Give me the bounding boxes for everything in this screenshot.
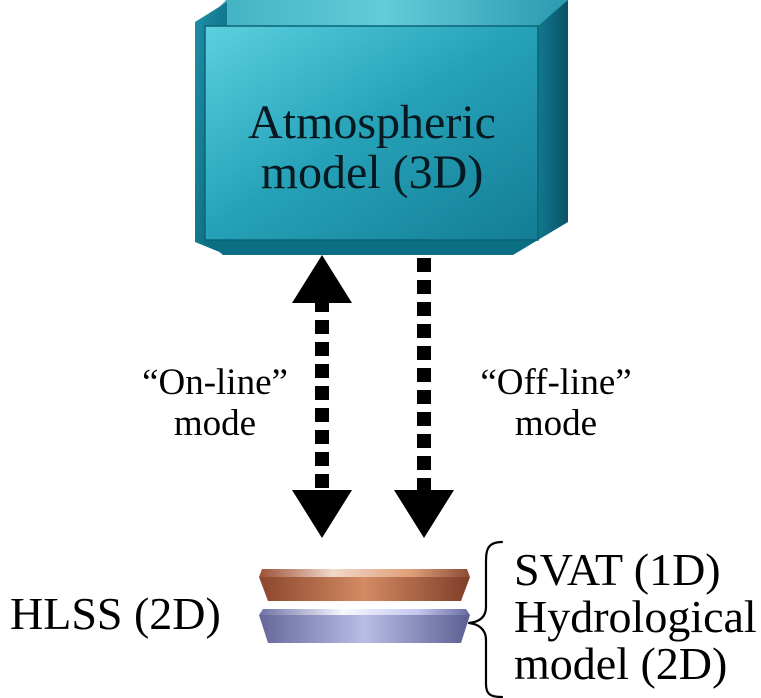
svat-label: SVAT (1D) — [514, 544, 721, 595]
hlss-label: HLSS (2D) — [10, 588, 221, 639]
svat-layer-top — [259, 569, 470, 577]
online-arrow-up-head — [292, 255, 352, 303]
hydrological-model-line1: Hydrological — [514, 590, 757, 642]
atmospheric-model-box — [195, 0, 568, 255]
svat-layer — [259, 569, 470, 601]
svat-layer-side — [259, 577, 470, 601]
surface-components-label: SVAT (1D) Hydrological model (2D) — [514, 544, 757, 689]
online-arrow-down-head — [292, 490, 352, 538]
component-brace — [467, 540, 504, 698]
box-shadow-edge — [204, 25, 539, 241]
box-bottom-face — [205, 240, 538, 255]
offline-mode-line1: “Off-line” — [480, 362, 632, 403]
offline-mode-arrow — [394, 258, 454, 538]
offline-mode-label: “Off-line” mode — [431, 362, 681, 445]
online-mode-line1: “On-line” — [142, 362, 288, 403]
offline-arrow-down-head — [394, 490, 454, 538]
box-front-face — [205, 26, 538, 240]
online-mode-label: “On-line” mode — [90, 362, 340, 445]
box-right-face — [538, 0, 568, 240]
hydrological-layer-top — [259, 609, 470, 615]
atmospheric-model-line1: Atmospheric — [248, 96, 496, 149]
online-mode-line2: mode — [173, 403, 257, 445]
online-mode-arrow — [292, 255, 352, 538]
hydrological-model-line2: model (2D) — [514, 637, 728, 689]
offline-mode-line2: mode — [514, 403, 598, 445]
atmospheric-model-label: Atmospheric model (3D) — [222, 96, 522, 200]
atmospheric-model-line2: model (3D) — [260, 146, 484, 200]
hydrological-layer — [259, 609, 470, 643]
hydrological-layer-side — [259, 615, 470, 643]
box-top-face — [201, 0, 568, 26]
